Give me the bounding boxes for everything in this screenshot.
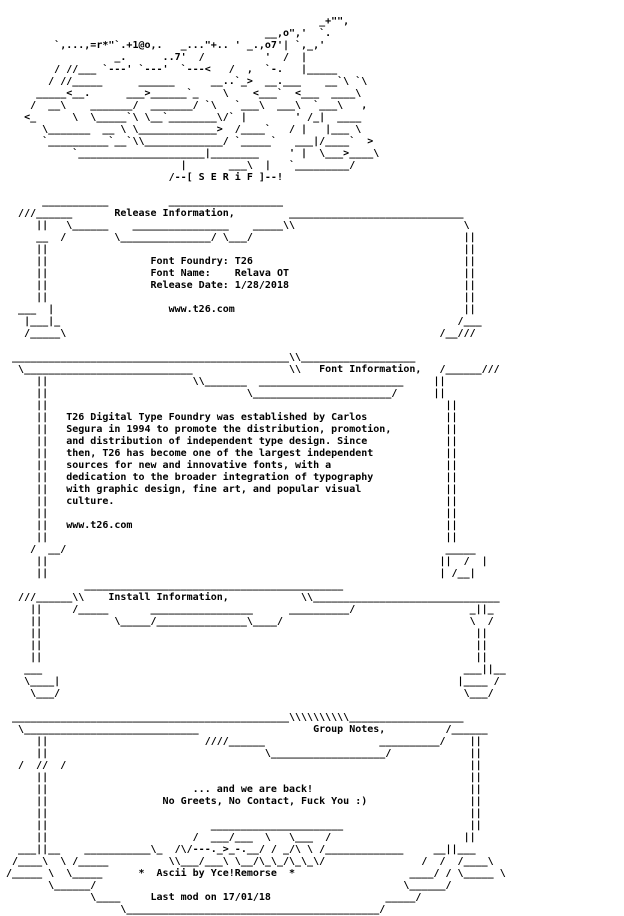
nfo-line: |___|_ /___	[0, 316, 482, 327]
nfo-line: || \___________________/ ||	[0, 748, 482, 759]
nfo-line: /_____\ /__///	[0, 328, 476, 339]
nfo-line: || || / |	[0, 556, 488, 567]
nfo-line: / //___ `---' `---' `---< / , `-. |_____	[0, 64, 344, 75]
nfo-line: ___ ___||__	[0, 664, 506, 675]
nfo-line: || / ___/___ \ \___ / ||	[0, 832, 476, 843]
nfo-line: ________________________________________…	[0, 580, 344, 591]
nfo-line: || Font Foundry: T26 ||	[0, 256, 476, 267]
nfo-line: ___||__ ___________\_ /\/---._>_-.__/ / …	[0, 844, 476, 855]
nfo-line: / __/ _____	[0, 544, 476, 555]
nfo-line: _. ..7' / ' / |	[0, 52, 308, 63]
nfo-line: || www.t26.com ||	[0, 520, 458, 531]
nfo-line: || culture. ||	[0, 496, 458, 507]
nfo-line: || ... and we are back! ||	[0, 784, 482, 795]
nfo-line: \____________________________ \\ Font In…	[0, 364, 500, 375]
nfo-line: || with graphic design, fine art, and po…	[0, 484, 458, 495]
nfo-line: ___________ ___________________	[0, 196, 283, 207]
nfo-line	[0, 340, 624, 352]
nfo-line: || | /__|	[0, 568, 476, 579]
nfo-line: _____<__. ___>______`_ \ <___` <___ ____…	[0, 88, 362, 99]
nfo-line: || \\_______ ________________________ ||	[0, 376, 446, 387]
nfo-line: || ||	[0, 808, 482, 819]
nfo-line: _+"",	[0, 16, 350, 27]
nfo-line: || ||	[0, 244, 476, 255]
nfo-line: \___/ \___/	[0, 688, 494, 699]
nfo-line: || Font Name: Relava OT ||	[0, 268, 476, 279]
nfo-line: ________________________________________…	[0, 352, 416, 363]
nfo-line: `,...,=r*"`.+1@o,. _..."+.. ' _.,o7'| `,…	[0, 40, 326, 51]
nfo-line: || ||	[0, 292, 476, 303]
nfo-line: || \______ ________________ _____\\ \	[0, 220, 470, 231]
nfo-line: || No Greets, No Contact, Fuck You :) ||	[0, 796, 482, 807]
nfo-line	[0, 700, 624, 712]
nfo-line: || ______________________ ||	[0, 820, 482, 831]
nfo-line: `__________`__`\\_____________/ `_____` …	[0, 136, 374, 147]
nfo-line: || ||	[0, 508, 458, 519]
nfo-line: /_____ \ \_____ * Ascii by Yce!Remorse *…	[0, 868, 506, 879]
nfo-line: / __\ _______/ _______/ `\ `___\ ___\ `_…	[0, 100, 368, 111]
nfo-line: || dedication to the broader integration…	[0, 472, 458, 483]
nfo-line: || then, T26 has become one of the large…	[0, 448, 458, 459]
nfo-line: || ||	[0, 640, 488, 651]
nfo-line: || Segura in 1994 to promote the distrib…	[0, 424, 458, 435]
nfo-line: \______/ \______/	[0, 880, 452, 891]
nfo-line: / // / ||	[0, 760, 482, 771]
nfo-line: ________________________________________…	[0, 712, 464, 723]
nfo-line: || T26 Digital Type Foundry was establis…	[0, 412, 458, 423]
nfo-line	[0, 184, 624, 196]
nfo-line: \_______________________________________…	[0, 904, 386, 915]
nfo-line: `_____________________|________ ' | \___…	[0, 148, 380, 159]
nfo-line: ///______ Release Information, _________…	[0, 208, 464, 219]
nfo-line: /____\ \ /_____ \\___/___\ \__/\_\_/\_\_…	[0, 856, 494, 867]
nfo-line: || ||	[0, 652, 488, 663]
nfo-line: ///______\\ Install Information, \\_____…	[0, 592, 500, 603]
nfo-art: _+"", __,o",' `. `,...,=r*"`.+1@o,. _...…	[0, 16, 624, 915]
nfo-line: || ////______ __________/ ||	[0, 736, 482, 747]
nfo-line: || ||	[0, 628, 488, 639]
nfo-line: || ||	[0, 772, 482, 783]
nfo-line: || and distribution of independent type …	[0, 436, 458, 447]
nfo-line: /--[ S E R i F ]--!	[0, 172, 283, 183]
nfo-line: || Release Date: 1/28/2018 ||	[0, 280, 476, 291]
nfo-line: || ||	[0, 532, 458, 543]
nfo-line: / //_____ ______ __..`_> __.___ __`\ `\	[0, 76, 368, 87]
nfo-line: || /_____ _________________ __________/ …	[0, 604, 494, 615]
nfo-line: || sources for new and innovative fonts,…	[0, 460, 458, 471]
nfo-line: ___ | www.t26.com ||	[0, 304, 476, 315]
nfo-line: <_ \ \_____`\ \__`________\/` | ' /_| __…	[0, 112, 362, 123]
nfo-line: \____ Last mod on 17/01/18 _____/	[0, 892, 422, 903]
nfo-line: | ___\ | `_________/	[0, 160, 356, 171]
nfo-line: \____| |____ /	[0, 676, 500, 687]
nfo-line: __,o",' `.	[0, 28, 332, 39]
nfo-line: || \_______________________/ ||	[0, 388, 446, 399]
nfo-line: || \_____/_______________\____/ \ /	[0, 616, 494, 627]
nfo-line: \_____________________________ Group Not…	[0, 724, 488, 735]
nfo-line: __ / \_______________/ \___/ ||	[0, 232, 476, 243]
nfo-line: || ||	[0, 400, 458, 411]
nfo-line: \_______ __ \ \_____________> /____` / |…	[0, 124, 362, 135]
